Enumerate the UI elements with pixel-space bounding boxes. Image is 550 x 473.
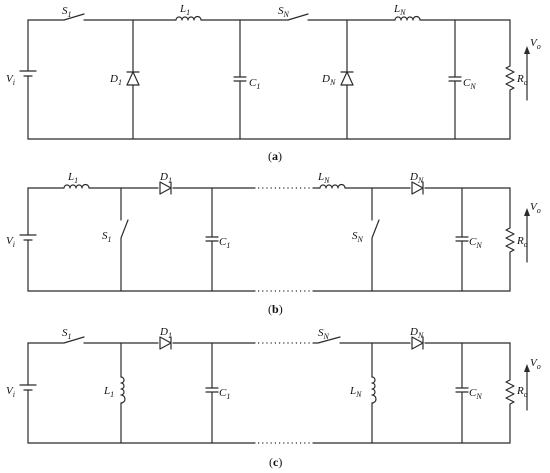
resistor-ro-a xyxy=(505,19,515,140)
capacitor-c1-b xyxy=(205,187,219,292)
circuit-a: S1 L1 SN LN Vi D1 C1 DN CN Ro Vo (a) xyxy=(6,3,541,163)
inductor-l1-c xyxy=(120,376,126,404)
diode-dn-c xyxy=(411,336,424,350)
capacitor-cn-a xyxy=(448,19,462,140)
label-cn-a: CN xyxy=(463,77,476,91)
label-dn-b: DN xyxy=(409,171,424,185)
capacitor-c1-c xyxy=(205,342,219,444)
source-vi-a xyxy=(19,19,37,140)
label-vi-a: Vi xyxy=(6,73,15,87)
label-sn-c: SN xyxy=(318,327,330,341)
label-vo-c: Vo xyxy=(530,357,541,371)
label-c1-b: C1 xyxy=(219,236,230,250)
switch-s1-b xyxy=(120,187,129,292)
label-ro-a: Ro xyxy=(516,73,528,87)
inductor-l1 xyxy=(175,15,202,21)
label-l1-b: L1 xyxy=(67,171,78,185)
caption-b: (b) xyxy=(268,302,283,316)
source-vi-c xyxy=(19,342,37,444)
capacitor-c1-a xyxy=(233,19,247,140)
label-ln-a: LN xyxy=(393,3,406,17)
capacitor-cn-b xyxy=(455,187,469,292)
resistor-ro-c xyxy=(505,342,515,444)
label-l1-c: L1 xyxy=(103,385,114,399)
label-dn-c: DN xyxy=(409,326,424,340)
label-vi-c: Vi xyxy=(6,385,15,399)
diode-d1-a xyxy=(126,71,140,86)
resistor-ro-b xyxy=(505,187,515,292)
diode-dn-b xyxy=(411,181,424,195)
diode-d1-b xyxy=(159,181,172,195)
circuit-c: S1 D1 SN DN Vi L1 C1 LN CN Ro Vo (c) xyxy=(6,326,541,469)
label-d1-c: D1 xyxy=(159,326,172,340)
label-c1-c: C1 xyxy=(219,387,230,401)
inductor-ln-b xyxy=(319,183,346,189)
label-d1-b: D1 xyxy=(159,171,172,185)
inductor-l1-b xyxy=(63,183,90,189)
label-s1-b: S1 xyxy=(102,230,112,244)
inductor-ln xyxy=(394,15,421,21)
label-l1-a: L1 xyxy=(179,3,190,17)
label-cn-b: CN xyxy=(469,236,482,250)
label-s1-c: S1 xyxy=(62,327,72,341)
label-c1-a: C1 xyxy=(249,77,260,91)
label-sn-b: SN xyxy=(352,230,364,244)
inductor-ln-c xyxy=(371,376,377,404)
label-ln-b: LN xyxy=(317,171,330,185)
label-vo-a: Vo xyxy=(530,37,541,51)
label-ln-c: LN xyxy=(349,385,362,399)
label-vi-b: Vi xyxy=(6,235,15,249)
label-cn-c: CN xyxy=(469,387,482,401)
label-s1-a: S1 xyxy=(62,5,72,19)
caption-c: (c) xyxy=(269,455,282,469)
label-d1-a: D1 xyxy=(109,73,122,87)
label-ro-c: Ro xyxy=(516,385,528,399)
label-dn-a: DN xyxy=(321,73,336,87)
label-sn-a: SN xyxy=(278,5,290,19)
capacitor-cn-c xyxy=(455,342,469,444)
caption-a: (a) xyxy=(268,149,282,163)
diode-d1-c xyxy=(159,336,172,350)
diode-dn-a xyxy=(340,71,354,86)
label-ro-b: Ro xyxy=(516,235,528,249)
label-vo-b: Vo xyxy=(530,201,541,215)
circuit-b: L1 D1 LN DN Vi S1 C1 SN CN Ro Vo (b) xyxy=(6,171,541,316)
source-vi-b xyxy=(19,187,37,292)
switch-sn-b xyxy=(371,187,380,292)
